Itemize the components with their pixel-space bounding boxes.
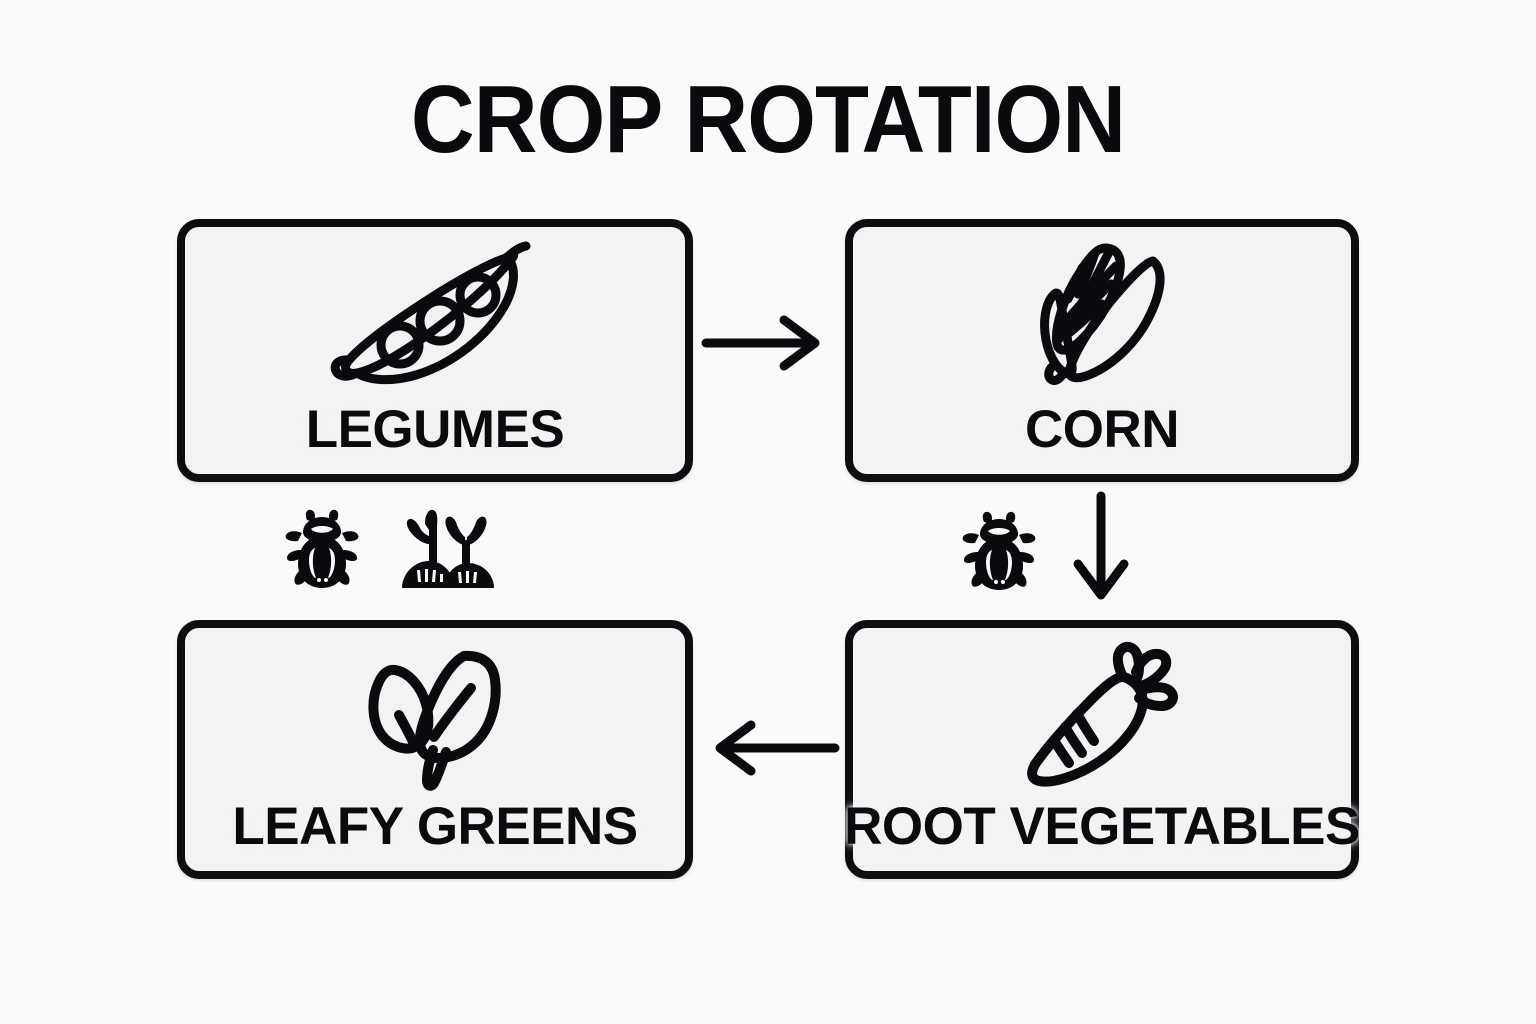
leaves-icon <box>185 642 685 792</box>
crop-label-legumes: LEGUMES <box>305 400 565 459</box>
sprout-in-soil-icon <box>398 506 498 592</box>
page-title: CROP ROTATION <box>410 66 1126 173</box>
crop-label-root-vegetables: ROOT VEGETABLES <box>844 797 1360 856</box>
arrow-legumes-to-corn <box>700 312 830 374</box>
corn-cob-icon <box>853 241 1351 391</box>
crop-node-corn[interactable]: CORN <box>845 219 1359 482</box>
beetle-icon <box>960 510 1038 594</box>
crop-node-root-vegetables[interactable]: ROOT VEGETABLES <box>844 620 1360 879</box>
carrot-icon <box>853 641 1351 792</box>
arrow-root-to-leafy <box>703 717 841 779</box>
arrow-corn-to-root <box>1070 490 1132 608</box>
crop-label-corn: CORN <box>1024 400 1180 459</box>
crop-node-legumes[interactable]: LEGUMES <box>177 219 693 482</box>
pea-pod-icon <box>185 241 685 391</box>
crop-label-leafy-greens: LEAFY GREENS <box>232 797 638 856</box>
crop-node-leafy-greens[interactable]: LEAFY GREENS <box>177 620 693 879</box>
beetle-icon <box>283 508 361 592</box>
